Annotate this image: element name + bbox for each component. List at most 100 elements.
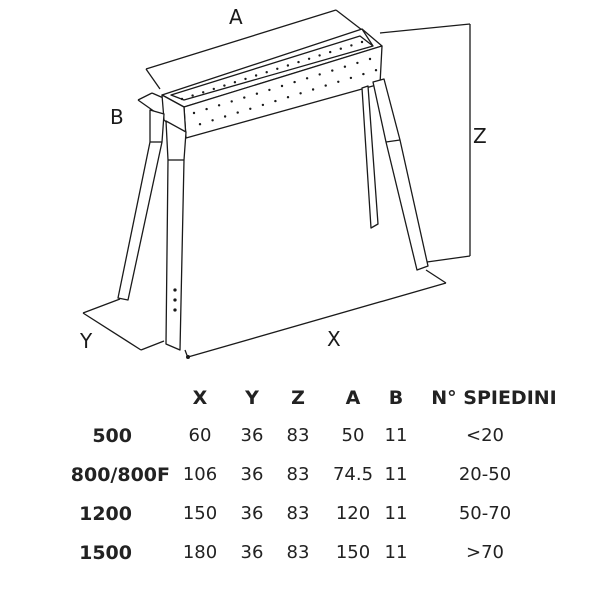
dimension-line-x	[184, 269, 447, 359]
perforation-hole	[233, 81, 237, 84]
perforation-hole	[299, 92, 302, 95]
dimension-label-b: B	[110, 105, 124, 129]
perforation-hole	[318, 73, 321, 76]
perforation-hole	[343, 65, 347, 68]
y-cell: 36	[240, 503, 264, 524]
perforation-hole	[318, 54, 321, 57]
perforation-hole	[249, 107, 252, 111]
perforation-hole	[305, 77, 309, 80]
perforation-hole	[265, 71, 268, 74]
table-row: 1200 150 36 83 120 11 50-70	[30, 499, 590, 529]
grill-stand-diagram	[82, 9, 471, 359]
z-cell: 83	[286, 464, 310, 485]
dimension-label-z: Z	[473, 124, 487, 148]
x-cell: 106	[182, 464, 218, 485]
b-cell: 11	[384, 425, 408, 446]
perforation-hole	[286, 96, 290, 99]
spiedini-cell: 20-50	[458, 464, 512, 485]
z-cell: 83	[286, 425, 310, 446]
perforation-hole	[236, 111, 239, 114]
trough-perforations	[192, 57, 378, 126]
b-cell: 11	[384, 503, 408, 524]
dimension-label-x: X	[327, 327, 341, 351]
model-cell: 1500	[79, 542, 132, 564]
leg-back-left	[117, 109, 165, 301]
y-cell: 36	[240, 464, 264, 485]
perforation-hole	[274, 99, 277, 103]
z-cell: 83	[286, 542, 310, 563]
table-row: 800/800F 106 36 83 74.5 11 20-50	[30, 460, 590, 490]
spiedini-cell: <20	[466, 425, 504, 446]
perforation-hole	[339, 47, 342, 50]
perforation-hole	[276, 67, 279, 71]
perforation-hole	[337, 80, 340, 84]
leg-front-left	[165, 120, 187, 351]
perforation-hole	[202, 91, 205, 94]
perforation-hole	[293, 80, 296, 84]
leg-back-right	[361, 85, 379, 229]
table-row: 1500 180 36 83 150 11 >70	[30, 538, 590, 568]
perforation-hole	[280, 84, 284, 88]
dimension-label-y: Y	[80, 329, 93, 353]
header-a: A	[345, 387, 361, 409]
perforation-hole	[368, 57, 372, 61]
perforation-hole	[223, 84, 226, 87]
dimension-line-a	[145, 9, 363, 90]
perforation-hole	[191, 94, 194, 97]
header-b: B	[388, 387, 404, 409]
perforation-hole	[198, 123, 202, 126]
b-cell: 11	[384, 464, 408, 485]
perforation-hole	[205, 107, 208, 111]
perforation-hole	[350, 44, 353, 47]
perforation-hole	[374, 69, 378, 72]
trough-rim-perforations	[180, 40, 364, 101]
model-cell: 500	[92, 425, 132, 447]
a-cell: 150	[335, 542, 371, 563]
leg-front-right	[372, 78, 429, 271]
dimension-point	[186, 355, 190, 359]
perforation-hole	[324, 84, 327, 87]
dimension-line-z	[379, 23, 471, 263]
perforation-hole	[223, 115, 227, 118]
header-x: X	[192, 387, 208, 409]
perforation-hole	[192, 111, 196, 115]
perforation-hole	[311, 88, 315, 91]
perforation-hole	[255, 92, 259, 95]
dimension-label-a: A	[229, 5, 243, 29]
perforation-hole	[297, 60, 300, 64]
a-cell: 50	[341, 425, 365, 446]
x-cell: 150	[182, 503, 218, 524]
model-cell: 800/800F	[70, 464, 170, 486]
perforation-hole	[360, 40, 364, 44]
b-cell: 11	[384, 542, 408, 563]
header-spiedini: N° SPIEDINI	[431, 387, 557, 409]
y-cell: 36	[240, 542, 264, 563]
a-cell: 74.5	[332, 464, 374, 485]
perforation-hole	[329, 50, 332, 54]
x-cell: 60	[188, 425, 212, 446]
perforation-hole	[331, 69, 334, 72]
header-z: Z	[291, 387, 305, 409]
perforation-hole	[180, 97, 184, 101]
x-cell: 180	[182, 542, 218, 563]
header-y: Y	[245, 387, 259, 409]
perforation-hole	[286, 64, 290, 67]
spiedini-cell: >70	[466, 542, 504, 563]
perforation-hole	[307, 57, 311, 60]
grill-trough	[161, 28, 383, 139]
perforation-hole	[244, 77, 247, 81]
perforation-hole	[217, 104, 221, 107]
model-cell: 1200	[79, 503, 132, 525]
perforation-hole	[356, 61, 359, 65]
y-cell: 36	[240, 425, 264, 446]
table-row: 500 60 36 83 50 11 <20	[30, 421, 590, 451]
a-cell: 120	[335, 503, 371, 524]
perforation-hole	[211, 119, 214, 122]
table-header-row: X Y Z A B N° SPIEDINI	[30, 383, 590, 413]
dimension-line-y	[82, 298, 165, 351]
perforation-hole	[268, 88, 271, 92]
perforation-hole	[230, 100, 233, 103]
perforation-hole	[254, 74, 258, 77]
perforation-hole	[362, 72, 365, 76]
perforation-hole	[261, 103, 265, 107]
